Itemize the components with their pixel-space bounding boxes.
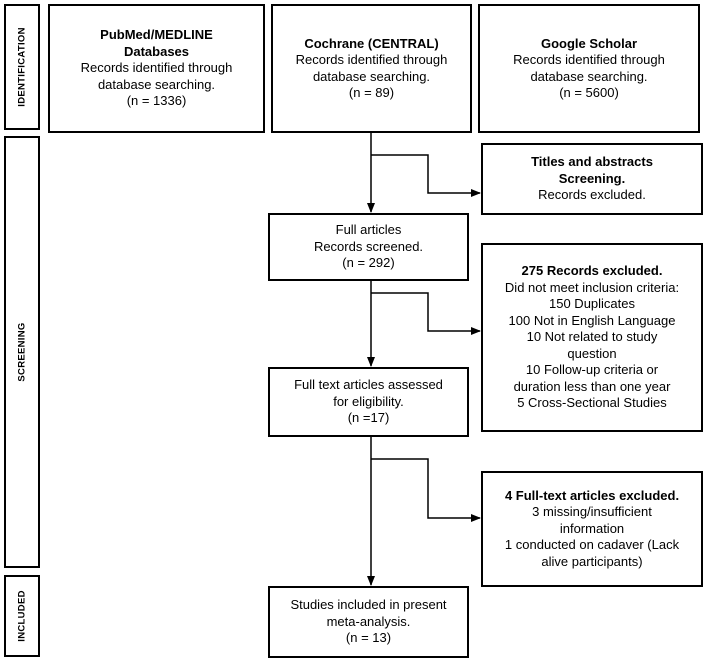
box-text-line: 10 Not related to study xyxy=(526,329,658,345)
fulltext-excluded-box: 4 Full-text articles excluded.3 missing/… xyxy=(481,471,703,587)
cochrane-box: Cochrane (CENTRAL)Records identified thr… xyxy=(271,4,472,133)
box-text-line: Records identified through xyxy=(80,60,233,76)
box-text-line: 5 Cross-Sectional Studies xyxy=(517,395,667,411)
box-title-line: Cochrane (CENTRAL) xyxy=(304,35,439,51)
box-title-line: PubMed/MEDLINE xyxy=(100,27,213,43)
arrow-to-records-excluded xyxy=(371,292,481,335)
box-text-line: Records screened. xyxy=(313,238,424,254)
box-text-line: meta-analysis. xyxy=(326,613,411,629)
box-title-line: 4 Full-text articles excluded. xyxy=(504,487,680,503)
box-text-line: for eligibility. xyxy=(333,393,404,409)
records-excluded-box: 275 Records excluded.Did not meet inclus… xyxy=(481,243,703,432)
stage-screening: SCREENING xyxy=(4,136,40,568)
box-title-line: Google Scholar xyxy=(540,35,638,51)
box-text-line: 150 Duplicates xyxy=(549,296,635,312)
box-text-line: Full articles xyxy=(335,222,402,238)
box-text-line: (n =17) xyxy=(347,410,390,426)
box-text-line: (n = 292) xyxy=(342,255,395,271)
box-text-line: 100 Not in English Language xyxy=(508,312,676,328)
stage-identification: IDENTIFICATION xyxy=(4,4,40,130)
box-text-line: (n = 13) xyxy=(345,630,392,646)
box-text-line: database searching. xyxy=(97,76,216,92)
box-text-line: Records excluded. xyxy=(538,187,646,203)
box-text-line: Full text articles assessed xyxy=(294,377,443,393)
box-text-line: information xyxy=(559,520,625,536)
box-text-line: (n = 5600) xyxy=(559,85,619,100)
box-text-line: alive participants) xyxy=(541,553,643,569)
box-title-line: Screening. xyxy=(558,170,626,186)
box-text-line: question xyxy=(567,345,617,361)
box-text-line: Records identified through xyxy=(513,52,665,67)
box-text-line: database searching. xyxy=(530,68,648,84)
box-text-line: 10 Follow-up criteria or xyxy=(525,362,659,378)
box-title-line: Databases xyxy=(123,43,190,59)
box-text-line: 1 conducted on cadaver (Lack xyxy=(504,537,680,553)
box-text-line: Studies included in present xyxy=(290,597,447,613)
arrow-to-titles-excluded xyxy=(371,154,481,197)
box-text-line: database searching. xyxy=(312,68,431,84)
arrow-to-fulltext-excluded xyxy=(371,458,481,522)
box-text-line: 3 missing/insufficient xyxy=(532,504,652,520)
box-title-line: 275 Records excluded. xyxy=(521,263,663,279)
stage-included: INCLUDED xyxy=(4,575,40,657)
box-title-line: Titles and abstracts xyxy=(531,154,653,170)
box-text-line: (n = 89) xyxy=(348,85,395,100)
box-text-line: Records identified through xyxy=(295,52,448,67)
box-text-line: (n = 1336) xyxy=(126,93,187,109)
box-text-line: Did not meet inclusion criteria: xyxy=(504,279,680,295)
box-text-line: duration less than one year xyxy=(513,378,671,394)
